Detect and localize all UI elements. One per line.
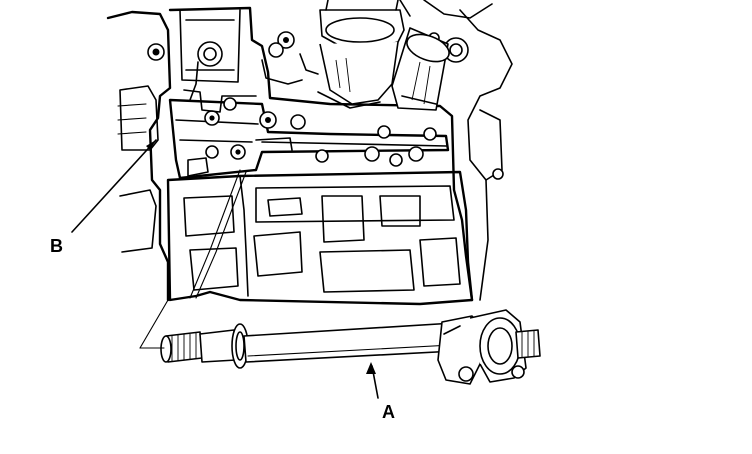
callout-label-b: B [50, 236, 63, 256]
bolt-heads [147, 31, 504, 180]
callout-leaders [71, 139, 379, 399]
upper-cylinders [317, 0, 493, 111]
callout-label-a: A [382, 402, 395, 422]
linkage-rods [189, 53, 319, 299]
transmission-housing [106, 6, 513, 306]
intermediate-shaft [160, 309, 541, 385]
